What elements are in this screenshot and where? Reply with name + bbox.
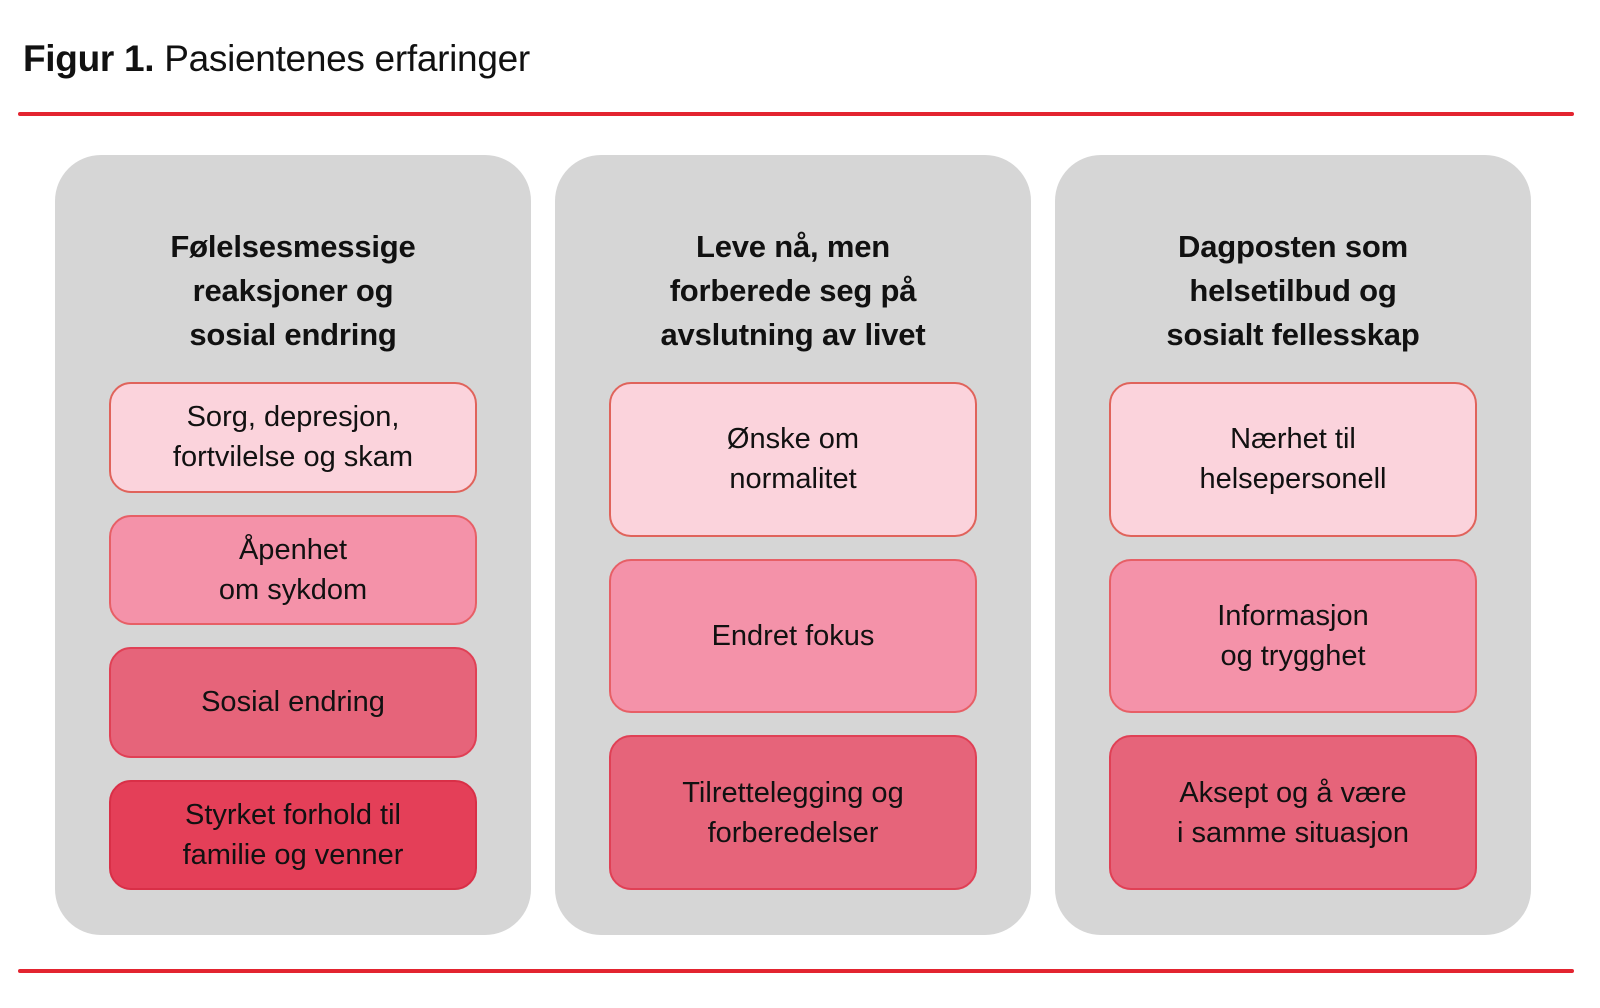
bottom-divider bbox=[18, 969, 1574, 973]
subtheme-box: Aksept og å være i samme situasjon bbox=[1109, 735, 1477, 891]
subtheme-box: Åpenhet om sykdom bbox=[109, 514, 477, 625]
subtheme-box: Endret fokus bbox=[609, 558, 977, 714]
subtheme-box: Styrket forhold til familie og venner bbox=[109, 779, 477, 890]
theme-heading: Leve nå, men forberede seg på avslutning… bbox=[660, 229, 926, 352]
subtheme-box: Nærhet til helsepersonell bbox=[1109, 382, 1477, 537]
theme-column: Følelsesmessige reaksjoner og sosial end… bbox=[55, 155, 531, 935]
subtheme-box: Ønske om normalitet bbox=[609, 382, 977, 537]
theme-column: Dagposten som helsetilbud og sosialt fel… bbox=[1055, 155, 1531, 935]
top-divider bbox=[18, 112, 1574, 116]
subtheme-box: Sosial endring bbox=[109, 647, 477, 758]
theme-heading: Dagposten som helsetilbud og sosialt fel… bbox=[1166, 229, 1420, 352]
subtheme-box: Sorg, depresjon, fortvilelse og skam bbox=[109, 382, 477, 493]
subtheme-box: Informasjon og trygghet bbox=[1109, 558, 1477, 714]
figure-number-label: Figur 1. bbox=[23, 38, 155, 79]
figure-title: Figur 1.Pasientenes erfaringer bbox=[23, 38, 530, 80]
figure-caption: Pasientenes erfaringer bbox=[164, 38, 530, 79]
subtheme-box: Tilrettelegging og forberedelser bbox=[609, 735, 977, 891]
theme-heading: Følelsesmessige reaksjoner og sosial end… bbox=[170, 229, 416, 352]
theme-columns: Følelsesmessige reaksjoner og sosial end… bbox=[55, 155, 1531, 935]
theme-column: Leve nå, men forberede seg på avslutning… bbox=[555, 155, 1031, 935]
